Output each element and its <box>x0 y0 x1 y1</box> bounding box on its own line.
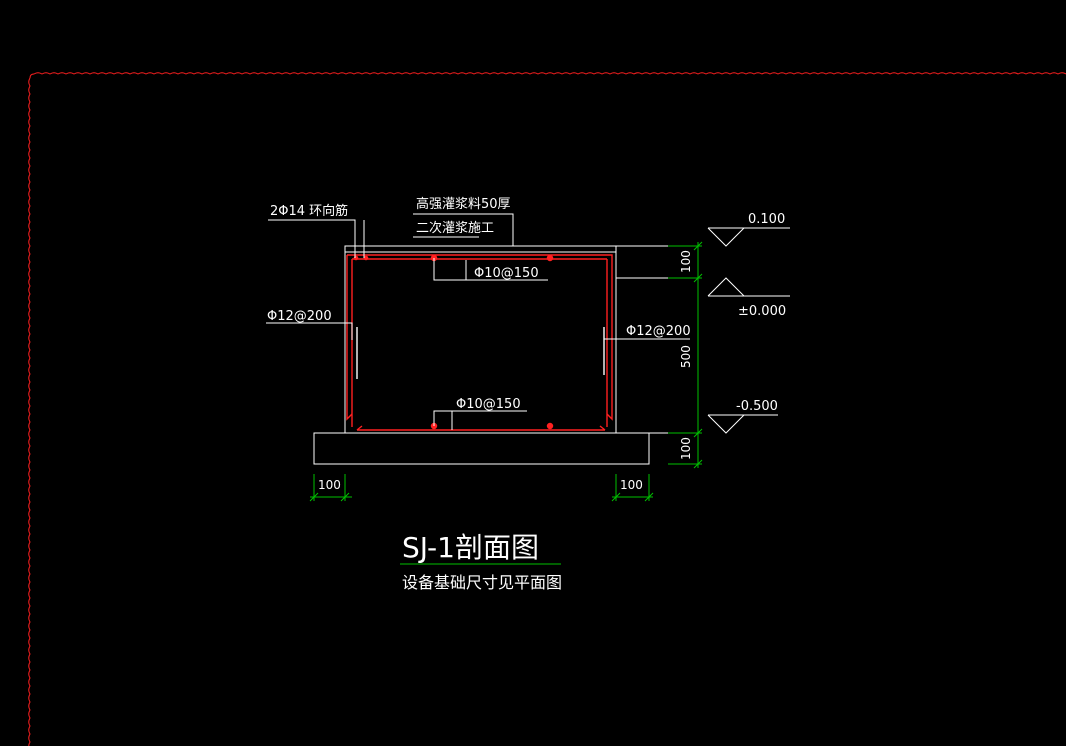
dim-tick <box>611 492 621 502</box>
leader-lines <box>266 213 690 565</box>
elevation-marker-bottom <box>707 414 746 434</box>
elevation-marker-zero <box>707 277 746 297</box>
dim-tick <box>644 492 654 502</box>
drawing-subtitle: 设备基础尺寸见平面图 <box>402 573 562 592</box>
dim-horizontal-left: 100 <box>318 478 341 492</box>
dim-tick <box>693 273 703 283</box>
drawing-title: SJ-1剖面图 <box>402 531 539 564</box>
dim-vertical-top: 100 <box>679 250 693 273</box>
grout-label-1: 高强灌浆料50厚 <box>416 196 511 212</box>
dim-vertical-middle: 500 <box>679 345 693 368</box>
bottom-bar-leader <box>433 410 527 426</box>
grout-label-2: 二次灌浆施工 <box>416 220 494 236</box>
rebar-dot <box>363 255 369 261</box>
rebar-dot <box>546 422 554 430</box>
base-slab <box>313 432 650 465</box>
dim-tick <box>309 492 319 502</box>
dim-horizontal-right: 100 <box>620 478 643 492</box>
top-bar-label: Φ10@150 <box>474 266 539 281</box>
grout-leader <box>413 213 514 246</box>
rebar-dot <box>546 254 554 262</box>
outer-stirrup-left <box>346 255 353 421</box>
elevation-top-label: 0.100 <box>748 212 785 227</box>
foundation-outline <box>313 245 700 465</box>
right-bar-label: Φ12@200 <box>626 324 691 339</box>
dim-vertical-bottom: 100 <box>679 437 693 460</box>
elevation-zero-label: ±0.000 <box>738 304 786 319</box>
top-bar-leader <box>433 258 548 281</box>
ring-bar-label: 2Φ14 环向筋 <box>270 203 348 219</box>
ring-bar-leader <box>268 219 356 258</box>
dim-tick <box>340 492 350 502</box>
left-bar-label: Φ12@200 <box>267 309 332 324</box>
dim-tick <box>693 241 703 251</box>
elevation-symbols <box>707 227 790 434</box>
drawing-border <box>28 72 1066 746</box>
bottom-mesh-bar <box>356 425 606 431</box>
left-bar-leader <box>266 322 353 340</box>
dim-tick <box>693 459 703 469</box>
dim-tick <box>693 428 703 438</box>
grout-layer <box>344 245 617 253</box>
rebar-cage <box>346 254 613 431</box>
bottom-bar-label: Φ10@150 <box>456 397 521 412</box>
elevation-bottom-label: -0.500 <box>736 399 778 414</box>
dimension-lines <box>309 241 703 502</box>
outer-stirrup <box>347 254 613 421</box>
elevation-marker-top <box>707 227 746 247</box>
